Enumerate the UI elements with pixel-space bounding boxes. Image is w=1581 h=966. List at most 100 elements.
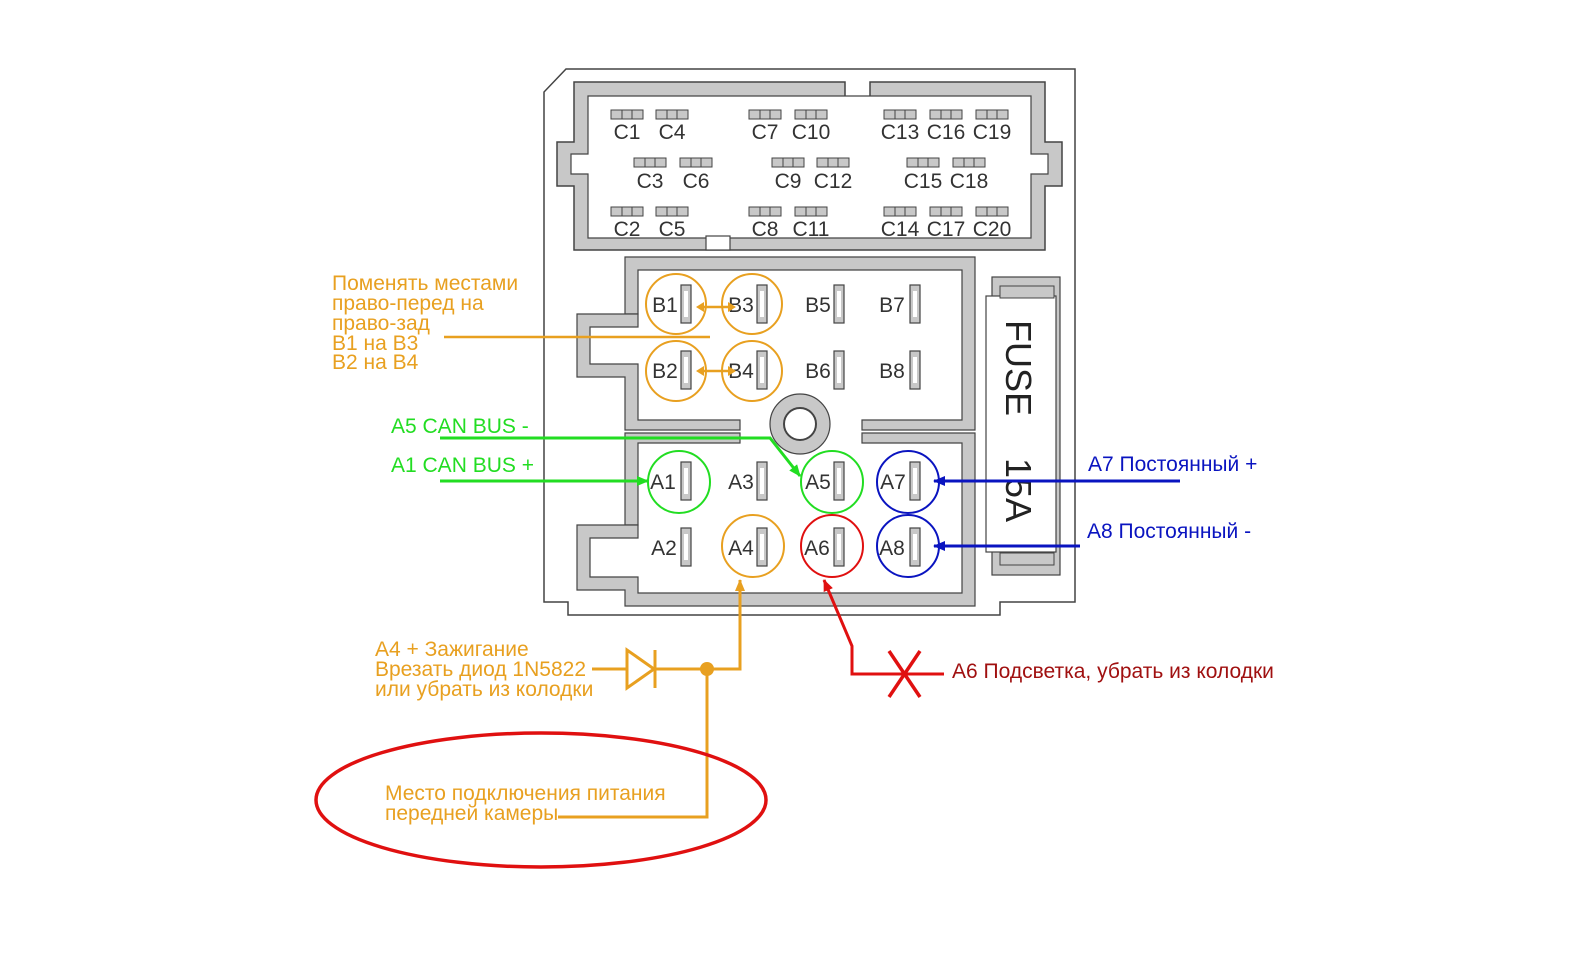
pin-label: C18 — [950, 170, 989, 193]
pin-label: C13 — [881, 121, 920, 144]
pin-label: A7 — [880, 471, 906, 494]
center-locating-hole — [769, 393, 831, 455]
a5-arrow — [440, 436, 802, 477]
pin-c8: C8 — [748, 206, 782, 241]
pin-label: B2 — [652, 360, 678, 383]
pin-c3: C3 — [633, 157, 667, 193]
pin-c2: C2 — [610, 206, 644, 241]
pin-label: B3 — [728, 294, 754, 317]
pin-label: B7 — [879, 294, 905, 317]
pin-label: A1 — [650, 471, 676, 494]
a-block-housing — [576, 432, 976, 607]
annotation-line: А4 + Зажигание — [375, 638, 529, 661]
fuse-label: FUSE — [998, 320, 1039, 416]
camera-power-annotation: Место подключения питания передней камер… — [314, 731, 768, 869]
pin-label: A3 — [728, 471, 754, 494]
cut-x-icon — [887, 650, 922, 698]
pin-label: C15 — [904, 170, 943, 193]
pin-label: C12 — [814, 170, 853, 193]
swap-arrow-b2-b4 — [696, 366, 736, 376]
pin-c12: C12 — [814, 157, 853, 193]
pin-label: C2 — [614, 218, 641, 241]
pin-c14: C14 — [881, 206, 920, 241]
annotation-line: передней камеры — [385, 802, 558, 825]
annotation-line: Место подключения питания — [385, 782, 666, 805]
pin-label: C9 — [775, 170, 802, 193]
pin-a3: A3 — [728, 461, 768, 501]
pin-c11: C11 — [793, 206, 830, 241]
diode-icon — [625, 647, 657, 691]
pin-label: A5 — [805, 471, 831, 494]
pin-c6: C6 — [679, 157, 713, 193]
pin-b3: B3 — [721, 273, 783, 335]
a8-power-annotation: A8 Постоянный - — [933, 520, 1251, 551]
annotation-line: Врезать диод 1N5822 — [375, 658, 586, 681]
pin-label: A4 — [728, 537, 754, 560]
pin-c19: C19 — [973, 109, 1012, 144]
a6-arrow — [822, 579, 944, 676]
pin-label: B1 — [652, 294, 678, 317]
pin-c5: C5 — [655, 206, 689, 241]
annotation-line: Поменять местами — [332, 272, 518, 295]
pin-b4: B4 — [721, 340, 783, 402]
pin-label: C7 — [752, 121, 779, 144]
a4-ignition-annotation: А4 + Зажигание Врезать диод 1N5822 или у… — [375, 579, 745, 819]
annotation-line: В1 на В3 — [332, 332, 418, 355]
pin-b5: B5 — [805, 284, 845, 324]
pin-c16: C16 — [927, 109, 965, 144]
a7-power-annotation: A7 Постоянный + — [933, 453, 1257, 486]
a-pins: A1 A3 A5 A7 A2 A4 A6 — [647, 450, 940, 578]
c-pins: C1 C4 C7 C10 C13 C16 C19 C3 C6 C9 C12 C1… — [610, 109, 1012, 241]
annotation-line: право-зад — [332, 312, 430, 335]
pin-b7: B7 — [879, 284, 921, 324]
annotation-text: А6 Подсветка, убрать из колодки — [952, 660, 1274, 683]
pin-b6: B6 — [805, 350, 845, 390]
swap-annotation: Поменять местами право-перед на право-за… — [332, 272, 710, 374]
pin-label: C3 — [637, 170, 664, 193]
pin-label: C11 — [793, 218, 830, 241]
pin-a2: A2 — [651, 527, 692, 567]
pin-c4: C4 — [655, 109, 689, 144]
pin-c17: C17 — [927, 206, 966, 241]
pin-b8: B8 — [879, 350, 921, 390]
pin-c13: C13 — [881, 109, 920, 144]
pin-c18: C18 — [950, 157, 989, 193]
pin-label: C5 — [659, 218, 686, 241]
b-pins: B1 B3 B5 B7 B2 B4 B6 — [645, 273, 921, 402]
annotation-line: В2 на В4 — [332, 351, 419, 374]
pin-label: C14 — [881, 218, 920, 241]
annotation-line: право-перед на — [332, 292, 484, 315]
camera-feed-line — [558, 669, 709, 819]
pin-label: C8 — [752, 218, 779, 241]
pin-label: B4 — [728, 360, 754, 383]
pin-label: B8 — [879, 360, 905, 383]
pin-a5: A5 — [800, 450, 864, 514]
pin-c15: C15 — [904, 157, 943, 193]
pin-label: C4 — [659, 121, 686, 144]
a1-can-annotation: A1 CAN BUS + — [391, 454, 649, 486]
pin-label: C10 — [792, 121, 831, 144]
pin-label: C1 — [614, 121, 641, 144]
pin-label: C6 — [683, 170, 710, 193]
pin-label: B6 — [805, 360, 831, 383]
pin-b1: B1 — [645, 273, 707, 335]
pin-c9: C9 — [771, 157, 805, 193]
pin-a4: A4 — [721, 514, 785, 578]
annotation-text: A8 Постоянный - — [1087, 520, 1251, 543]
pin-label: A6 — [804, 537, 830, 560]
pin-a6: A6 — [800, 514, 864, 578]
fuse-rating: 15A — [998, 458, 1039, 522]
pin-label: C19 — [973, 121, 1012, 144]
annotation-text: A5 CAN BUS - — [391, 415, 529, 438]
annotation-text: A1 CAN BUS + — [391, 454, 534, 477]
pin-label: A2 — [651, 537, 677, 560]
swap-arrow-b1-b3 — [696, 302, 736, 312]
pin-c7: C7 — [748, 109, 782, 144]
a6-backlight-annotation: А6 Подсветка, убрать из колодки — [822, 579, 1274, 698]
pin-c20: C20 — [973, 206, 1011, 241]
pin-label: C17 — [927, 218, 966, 241]
pin-c10: C10 — [792, 109, 831, 144]
fuse: FUSE 15A — [985, 276, 1061, 576]
annotation-line: или убрать из колодки — [375, 678, 593, 701]
